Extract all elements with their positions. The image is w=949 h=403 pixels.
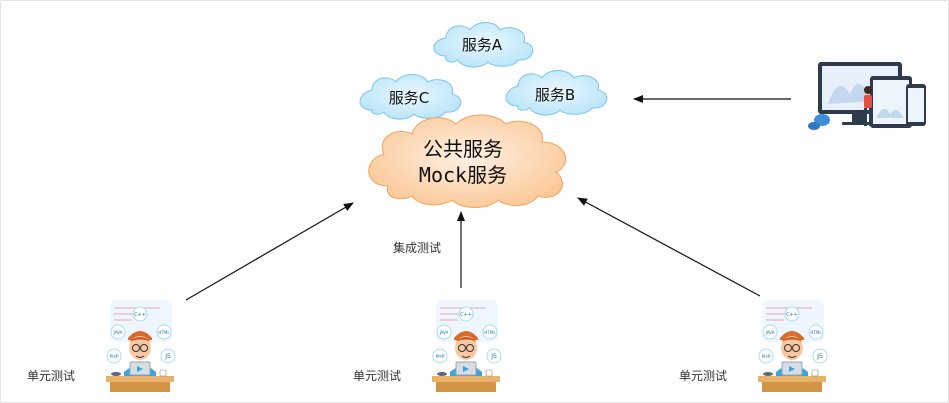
cloud-service-c-label: 服务C: [389, 89, 429, 107]
arrow-right-unit-to-mock: [577, 197, 761, 297]
unit-test-label-right: 单元测试: [679, 368, 727, 383]
unit-test-label-middle: 单元测试: [353, 368, 401, 383]
integration-test-label: 集成测试: [393, 240, 441, 255]
cloud-common-service-label: 公共服务: [423, 137, 503, 161]
cloud-service-b: 服务B: [505, 70, 608, 116]
unit-test-label-left: 单元测试: [27, 368, 75, 383]
cloud-mock-service-label: Mock服务: [419, 163, 507, 187]
cloud-service-a-label: 服务A: [462, 36, 503, 54]
client-devices-illustration: [808, 62, 926, 130]
developer-illustration-middle: [431, 299, 502, 393]
cloud-service-b-label: 服务B: [535, 86, 575, 104]
developer-illustration-left: [105, 299, 176, 393]
developer-illustration-right: [757, 299, 828, 393]
arrow-left-unit-to-mock: [185, 202, 354, 301]
cloud-common-mock-service: 公共服务 Mock服务: [368, 114, 567, 208]
cloud-service-a: 服务A: [433, 22, 534, 68]
cloud-service-c: 服务C: [359, 74, 462, 120]
